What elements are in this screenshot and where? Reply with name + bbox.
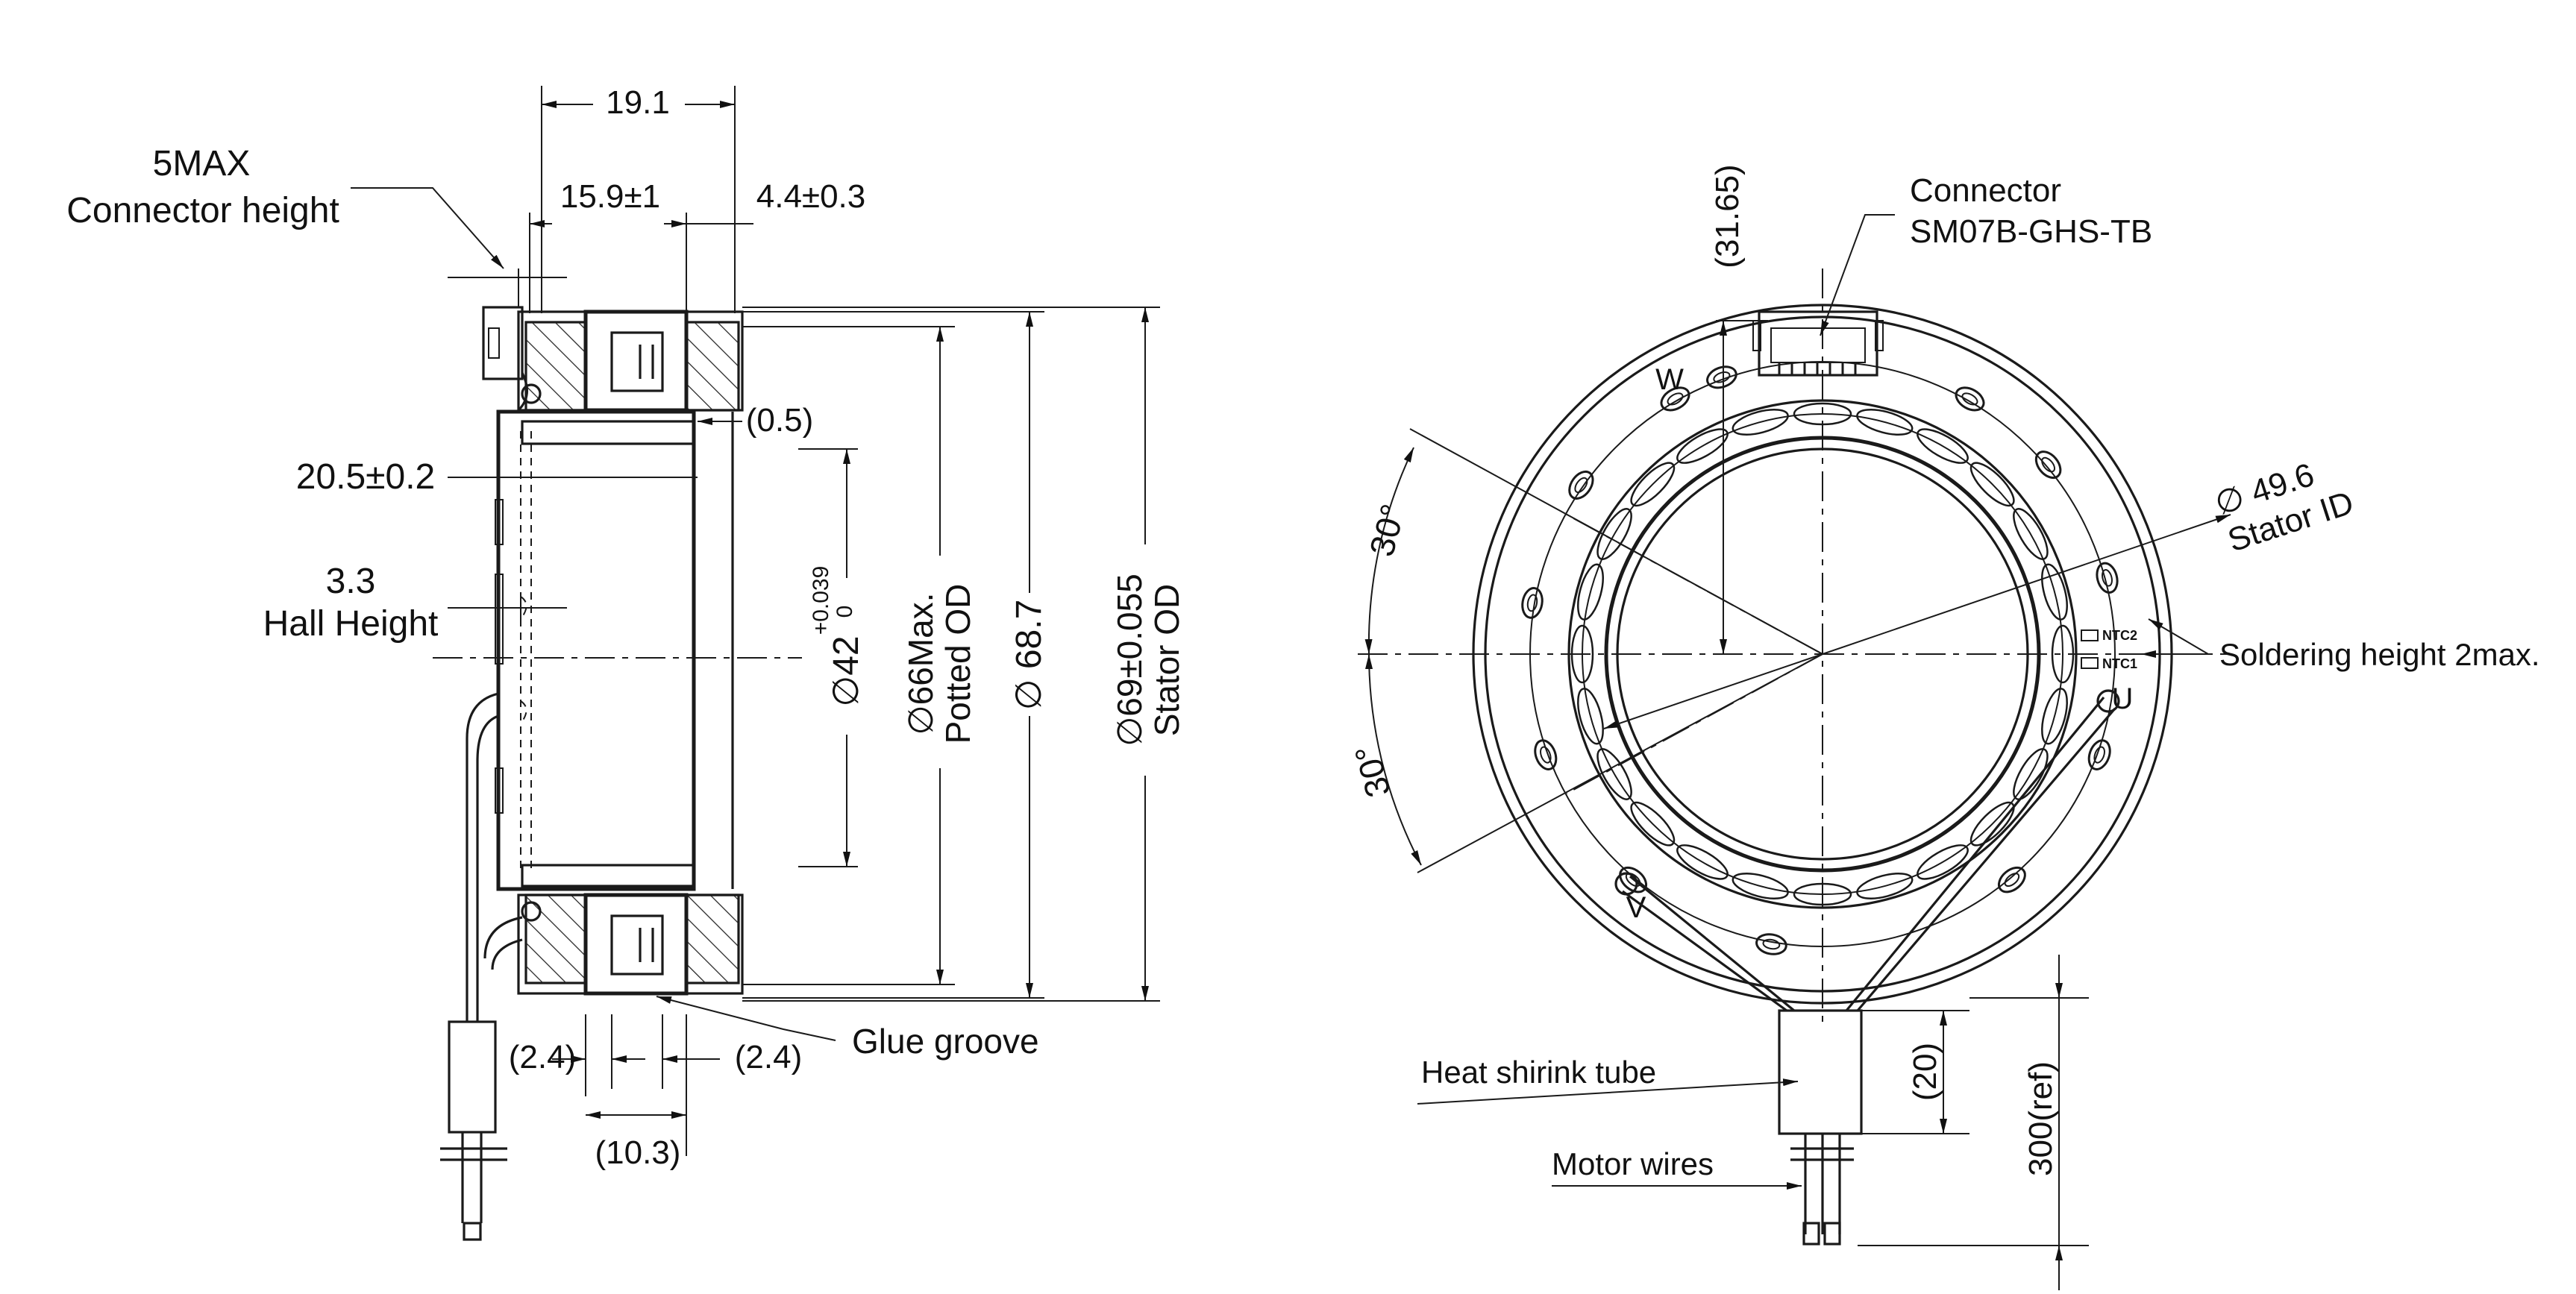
stator-slot <box>2041 688 2068 745</box>
dim-dia-42-tol-up: +0.039 <box>809 566 833 635</box>
potted-od-label-1: ∅66Max. <box>901 593 940 735</box>
potted-od-label-2: Potted OD <box>938 584 977 744</box>
heat-shrink-label: Heat shirink tube <box>1421 1055 1656 1090</box>
wire-u <box>1845 696 2105 1012</box>
stator-slot <box>2013 748 2049 800</box>
stator-od-label-2: Stator OD <box>1147 584 1186 737</box>
wire-v <box>1629 875 1796 1012</box>
mounting-hole-inner <box>1526 594 1538 612</box>
stator-slot <box>2041 563 2068 621</box>
mounting-hole-inner <box>1574 477 1588 494</box>
hall-height-label-1: 3.3 <box>326 562 376 601</box>
connector-height-label-1: 5MAX <box>153 144 251 183</box>
top-winding-hatch-left-x <box>526 322 586 410</box>
dim-300-ref: 300(ref) <box>2022 1061 2059 1176</box>
stator-slot <box>1917 844 1969 880</box>
mounting-hole <box>2096 562 2119 594</box>
dim-20-5: 20.5±0.2 <box>296 457 436 497</box>
bottom-core <box>583 893 689 996</box>
stator-slot <box>1596 508 1632 560</box>
dim-19-1: 19.1 <box>606 84 670 121</box>
stator-slot <box>1856 873 1914 899</box>
mounting-hole <box>2087 739 2111 770</box>
mounting-hole <box>2034 450 2062 480</box>
upper-rim-hatch <box>521 420 695 445</box>
dim-0-5: (0.5) <box>746 402 813 439</box>
ntc2-label: NTC2 <box>2102 628 2137 643</box>
ntc1-label: NTC1 <box>2102 656 2137 671</box>
mounting-hole <box>1568 470 1594 500</box>
side-view: 19.1 15.9±1 4.4±0.3 5MAX Connector heigh… <box>66 84 1186 1241</box>
angle-30-top: 30° <box>1361 500 1412 561</box>
front-heat-shrink <box>1778 1009 1863 1135</box>
mounting-hole-inner <box>1667 392 1684 406</box>
side-cable <box>466 692 499 1022</box>
side-body <box>496 409 696 891</box>
dim-10-3: (10.3) <box>595 1134 681 1171</box>
stator-slot <box>2013 508 2049 560</box>
stator-slot <box>1732 873 1789 899</box>
angle-30-bottom: 30° <box>1347 741 1397 802</box>
mounting-hole <box>1755 933 1787 955</box>
stator-slots <box>1570 402 2075 906</box>
connector-height-label-2: Connector height <box>66 191 339 230</box>
mounting-hole-inner <box>2093 746 2105 764</box>
stator-slot <box>1969 462 2015 507</box>
mounting-hole <box>1955 386 1985 412</box>
mounting-hole <box>1997 866 2026 893</box>
side-connector <box>482 306 524 380</box>
mounting-hole-inner <box>2102 569 2113 587</box>
stator-slot <box>1577 563 1604 621</box>
top-core <box>583 310 689 412</box>
stator-slot <box>1969 801 2015 847</box>
stator-slot <box>1630 801 1676 847</box>
mounting-hole-inner <box>1540 746 1552 764</box>
mounting-hole-inner <box>2004 873 2020 888</box>
stator-slot <box>1676 844 1729 880</box>
dim-dia-68-7: ∅ 68.7 <box>1009 600 1049 711</box>
connector-label-1: Connector <box>1910 172 2061 209</box>
soldering-height-label: Soldering height 2max. <box>2219 637 2540 672</box>
dim-dia-42: ∅42 <box>827 635 866 706</box>
dim-31-65: (31.65) <box>1709 164 1746 268</box>
hall-height-label-2: Hall Height <box>263 604 439 644</box>
stator-slot <box>1630 462 1676 507</box>
mounting-hole <box>1534 739 1558 770</box>
phase-w-label: W <box>1655 363 1684 396</box>
stator-slot <box>1596 748 1632 800</box>
mounting-hole-inner <box>2041 456 2056 473</box>
lower-rim-hatch <box>521 864 695 888</box>
dim-4-4: 4.4±0.3 <box>756 178 865 215</box>
dim-dia-42-tol-lo: 0 <box>833 606 857 618</box>
stator-slot <box>1577 688 1604 745</box>
top-winding-hatch-right-x <box>686 322 739 410</box>
glue-groove-label: Glue groove <box>852 1022 1039 1061</box>
stator-od-label-1: ∅69±0.055 <box>1110 574 1149 747</box>
mounting-hole-inner <box>1961 392 1978 406</box>
dim-15-9: 15.9±1 <box>560 178 660 215</box>
mounting-hole-inner <box>1713 371 1731 383</box>
mounting-hole-inner <box>1762 938 1781 950</box>
dim-2-4-left: (2.4) <box>509 1039 576 1075</box>
stator-slot <box>1732 409 1789 436</box>
dim-20: (20) <box>1907 1043 1943 1101</box>
motor-wires-label: Motor wires <box>1552 1146 1714 1181</box>
stator-slot <box>1856 409 1914 436</box>
stator-slot <box>1917 428 1969 464</box>
side-heat-shrink <box>448 1020 497 1134</box>
mounting-hole <box>1706 365 1737 389</box>
dim-2-4-right: (2.4) <box>735 1039 802 1075</box>
mounting-hole <box>1660 386 1690 412</box>
connector-label-2: SM07B-GHS-TB <box>1910 213 2152 250</box>
front-view: 30° 30° (31.65) Connector SM07B-GHS-TB W… <box>1347 164 2540 1290</box>
mounting-hole <box>1521 587 1544 619</box>
mounting-holes <box>1521 365 2119 955</box>
